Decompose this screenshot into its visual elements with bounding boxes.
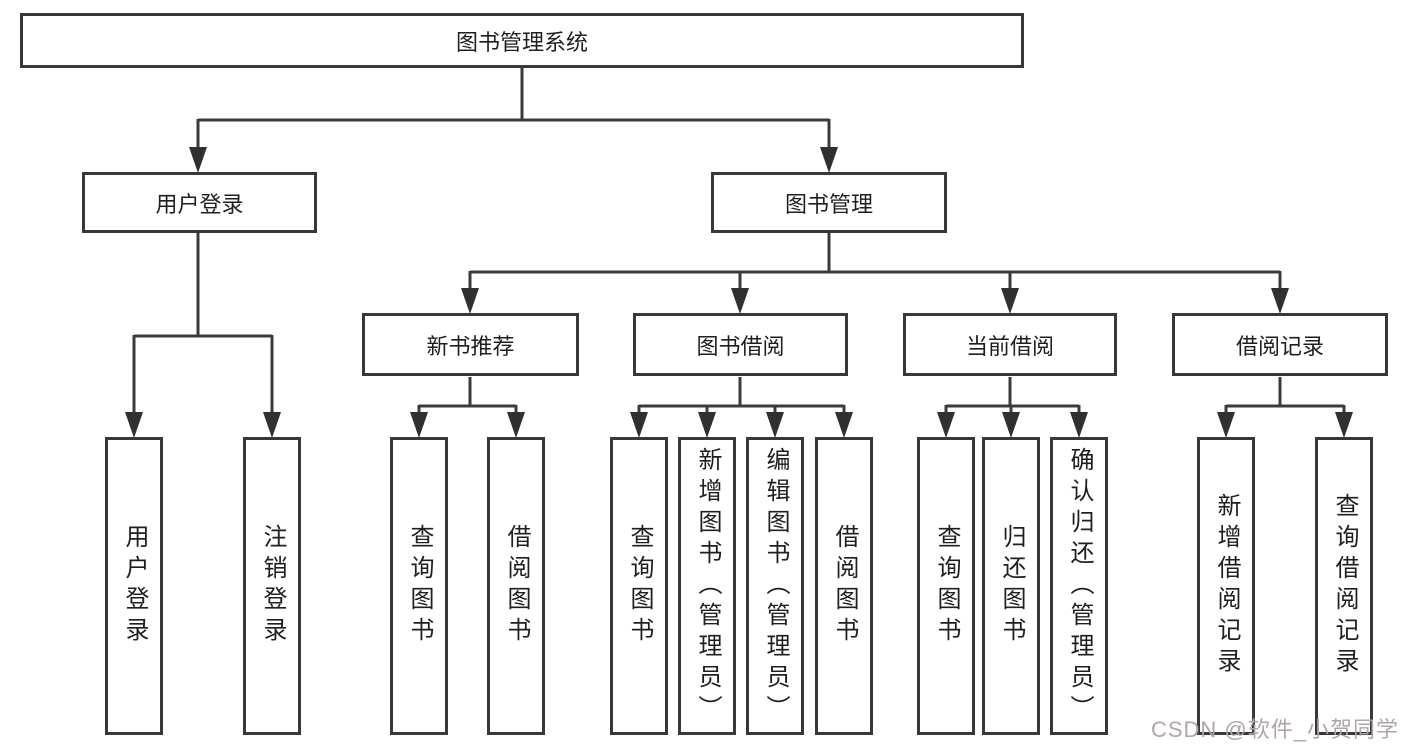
arrowhead-icon: [461, 288, 479, 314]
arrowhead-icon: [1001, 288, 1019, 314]
leaf-add-books-admin: 新增图书（管理员）: [678, 437, 736, 735]
leaf-user-login: 用户登录: [105, 437, 163, 735]
arrowhead-icon: [1002, 412, 1020, 438]
leaf-confirm-return-admin: 确认归还（管理员）: [1050, 437, 1108, 735]
node-book-management: 图书管理: [711, 172, 947, 233]
leaf-edit-books-admin: 编辑图书（管理员）: [746, 437, 804, 735]
node-current-borrowing: 当前借阅: [903, 313, 1117, 376]
arrowhead-icon: [507, 412, 525, 438]
arrowhead-icon: [731, 288, 749, 314]
arrowhead-icon: [1271, 288, 1289, 314]
node-book-borrowing: 图书借阅: [633, 313, 848, 376]
leaf-query-books-recommend: 查询图书: [390, 437, 448, 735]
arrowhead-icon: [125, 412, 143, 438]
arrowhead-icon: [820, 147, 838, 173]
leaf-query-books-borrowing: 查询图书: [610, 437, 668, 735]
node-user-login: 用户登录: [82, 172, 317, 233]
arrowhead-icon: [1070, 412, 1088, 438]
arrowhead-icon: [766, 412, 784, 438]
leaf-query-books-current: 查询图书: [917, 437, 975, 735]
arrowhead-icon: [263, 412, 281, 438]
leaf-borrow-books-recommend: 借阅图书: [487, 437, 545, 735]
arrowhead-icon: [698, 412, 716, 438]
node-borrowing-records: 借阅记录: [1172, 313, 1388, 376]
leaf-borrow-books: 借阅图书: [815, 437, 873, 735]
leaf-return-books: 归还图书: [982, 437, 1040, 735]
connector-strokes: [132, 68, 1346, 413]
arrowhead-icon: [630, 412, 648, 438]
leaf-query-borrow-record: 查询借阅记录: [1315, 437, 1373, 735]
arrowhead-icon: [835, 412, 853, 438]
leaf-logout: 注销登录: [243, 437, 301, 735]
leaf-add-borrow-record: 新增借阅记录: [1197, 437, 1255, 735]
node-system-root: 图书管理系统: [20, 13, 1024, 68]
arrowhead-icon: [937, 412, 955, 438]
arrowhead-icon: [410, 412, 428, 438]
arrowhead-icon: [1335, 412, 1353, 438]
node-new-book-recommend: 新书推荐: [362, 313, 579, 376]
arrowheads: [125, 147, 1353, 438]
arrowhead-icon: [1217, 412, 1235, 438]
arrowhead-icon: [189, 147, 207, 173]
